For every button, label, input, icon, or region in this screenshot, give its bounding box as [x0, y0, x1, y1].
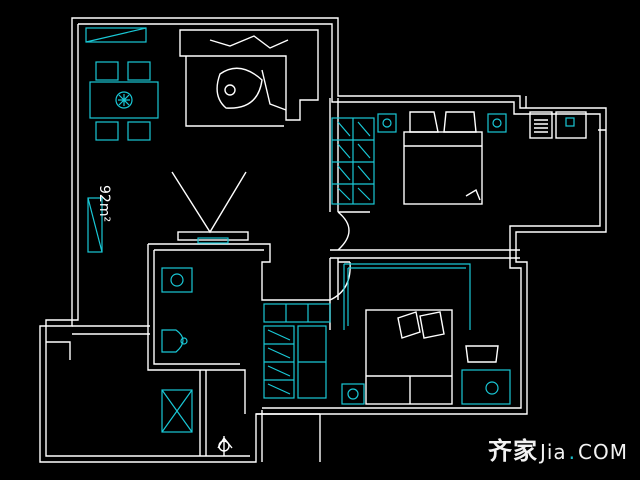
bathroom-fixtures — [161, 267, 193, 353]
lower-left-fixtures — [161, 389, 233, 456]
exterior-walls — [39, 17, 607, 463]
sofa — [179, 29, 319, 127]
bed-second — [341, 263, 511, 405]
brand-dot: . — [568, 440, 577, 464]
wardrobe-lower — [263, 303, 331, 399]
area-label: 92m² — [96, 185, 112, 223]
brand-watermark: 齐家 Jia . COM — [488, 431, 628, 466]
laundry-fixtures — [529, 111, 587, 139]
brand-logo-cn: 齐家 — [487, 437, 538, 465]
interior-walls — [72, 98, 520, 462]
bed-master — [377, 111, 507, 205]
brand-domain-b: COM — [578, 440, 628, 464]
door-swings — [46, 211, 370, 360]
tv-cabinet — [171, 171, 249, 244]
shoe-cabinet — [87, 197, 103, 253]
entry-cabinet — [85, 27, 147, 43]
wardrobe-upper — [331, 117, 375, 205]
dining-table — [89, 61, 159, 141]
brand-domain-a: Jia — [539, 440, 567, 464]
